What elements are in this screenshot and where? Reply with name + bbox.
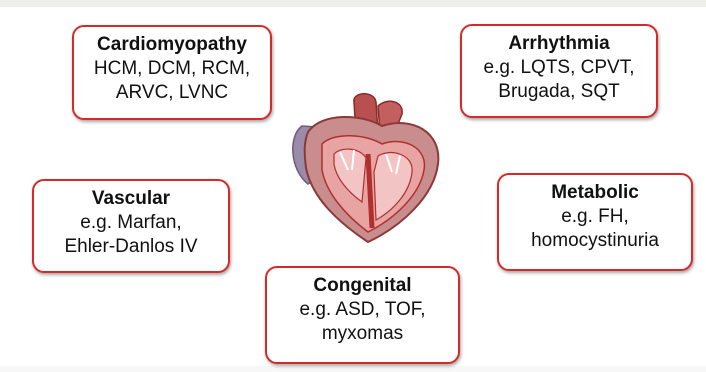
bottom-band (0, 366, 706, 372)
congenital-line-1: e.g. ASD, TOF, (267, 298, 458, 322)
heart-cross-section-icon (282, 92, 454, 244)
top-band (0, 0, 706, 7)
metabolic-title: Metabolic (499, 181, 691, 205)
arrhythmia-box: Arrhythmia e.g. LQTS, CPVT, Brugada, SQT (460, 24, 658, 118)
arrhythmia-line-2: Brugada, SQT (462, 80, 656, 104)
metabolic-line-2: homocystinuria (499, 229, 691, 253)
cardiomyopathy-line-2: ARVC, LVNC (74, 81, 270, 105)
congenital-box: Congenital e.g. ASD, TOF, myxomas (265, 266, 460, 364)
congenital-title: Congenital (267, 274, 458, 298)
vascular-line-2: Ehler-Danlos IV (34, 235, 228, 259)
cardiomyopathy-title: Cardiomyopathy (74, 33, 270, 57)
arrhythmia-title: Arrhythmia (462, 32, 656, 56)
congenital-line-2: myxomas (267, 322, 458, 346)
arrhythmia-line-1: e.g. LQTS, CPVT, (462, 56, 656, 80)
vascular-title: Vascular (34, 187, 228, 211)
cardiomyopathy-box: Cardiomyopathy HCM, DCM, RCM, ARVC, LVNC (72, 25, 272, 120)
vascular-line-1: e.g. Marfan, (34, 211, 228, 235)
vascular-box: Vascular e.g. Marfan, Ehler-Danlos IV (32, 179, 230, 273)
metabolic-line-1: e.g. FH, (499, 205, 691, 229)
metabolic-box: Metabolic e.g. FH, homocystinuria (497, 173, 693, 271)
cardiomyopathy-line-1: HCM, DCM, RCM, (74, 57, 270, 81)
